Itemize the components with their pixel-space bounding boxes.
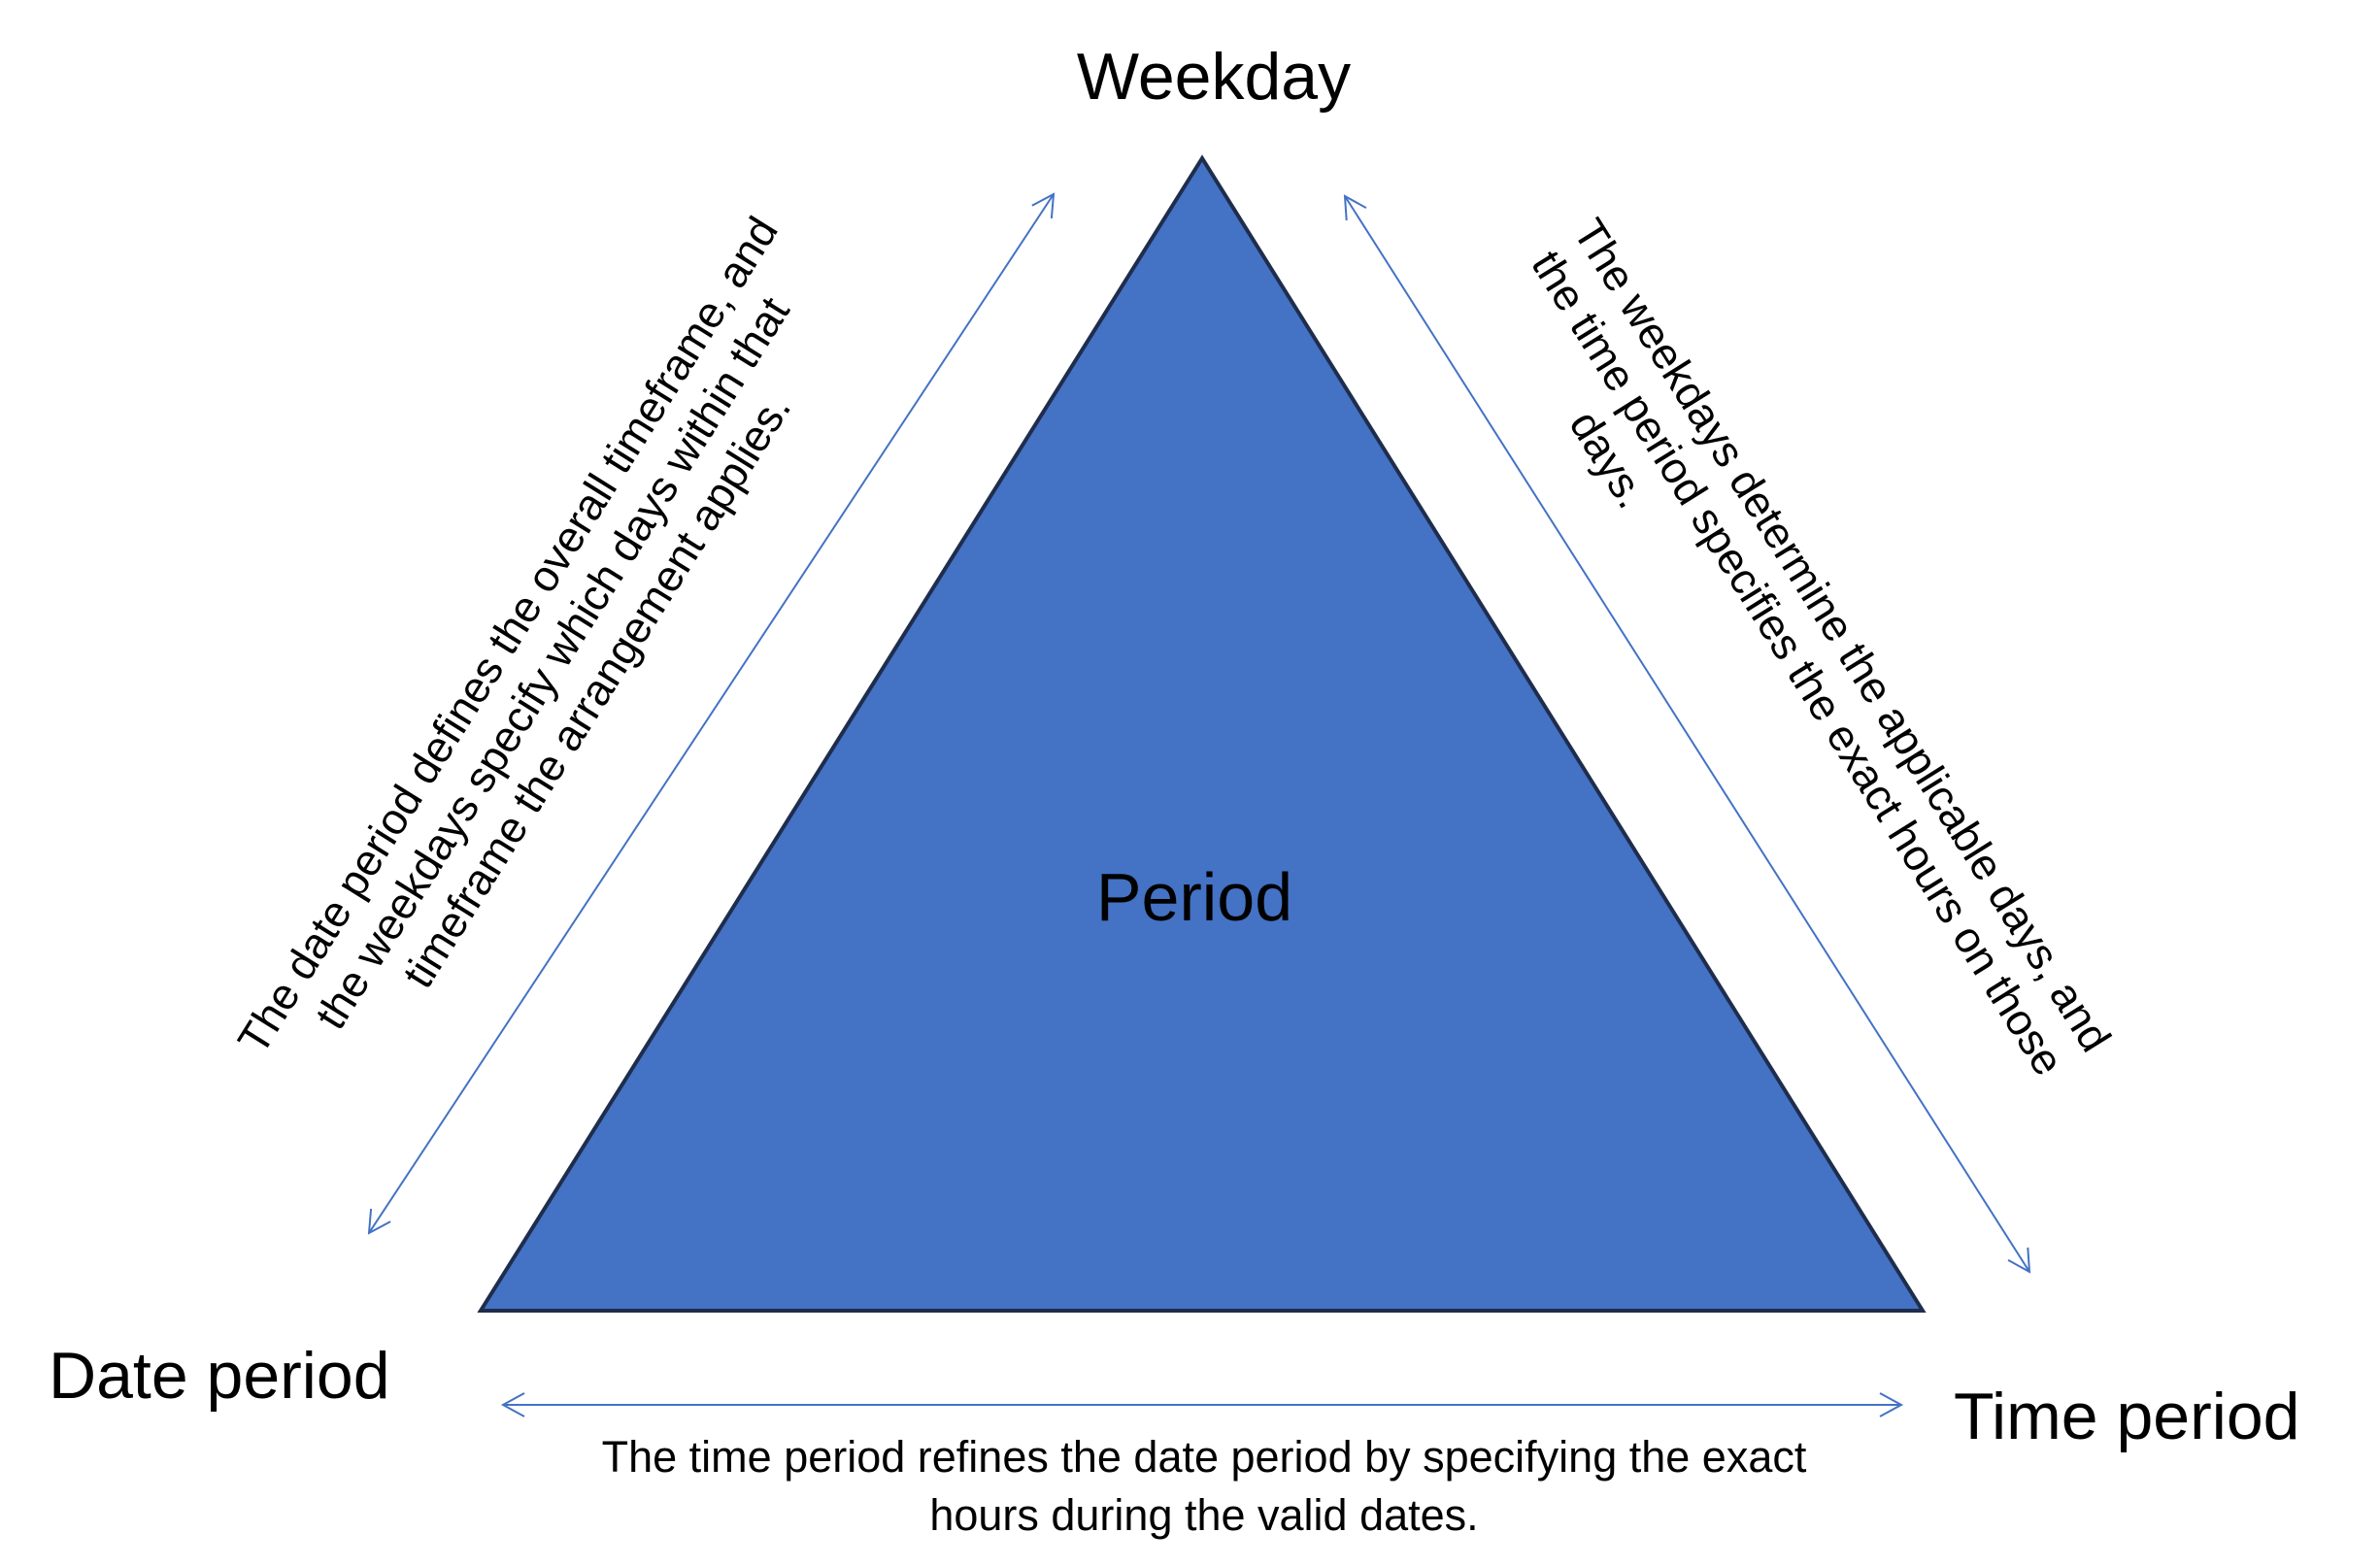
period-triangle bbox=[477, 154, 1927, 1313]
center-label: Period bbox=[1096, 859, 1292, 935]
vertex-label-time-period: Time period bbox=[1954, 1380, 2300, 1453]
right-edge-arrow bbox=[1343, 194, 2031, 1274]
bottom-edge-text-line-2: hours during the valid dates. bbox=[929, 1490, 1478, 1540]
bottom-edge-text-line-1: The time period refines the date period … bbox=[602, 1432, 1807, 1482]
vertex-label-weekday: Weekday bbox=[1077, 40, 1351, 114]
left-edge-text-line-1: The date period defines the overall time… bbox=[228, 208, 788, 1062]
left-edge-arrow bbox=[367, 192, 1056, 1235]
bottom-edge-arrow bbox=[500, 1392, 1904, 1417]
vertex-label-date-period: Date period bbox=[49, 1339, 390, 1413]
